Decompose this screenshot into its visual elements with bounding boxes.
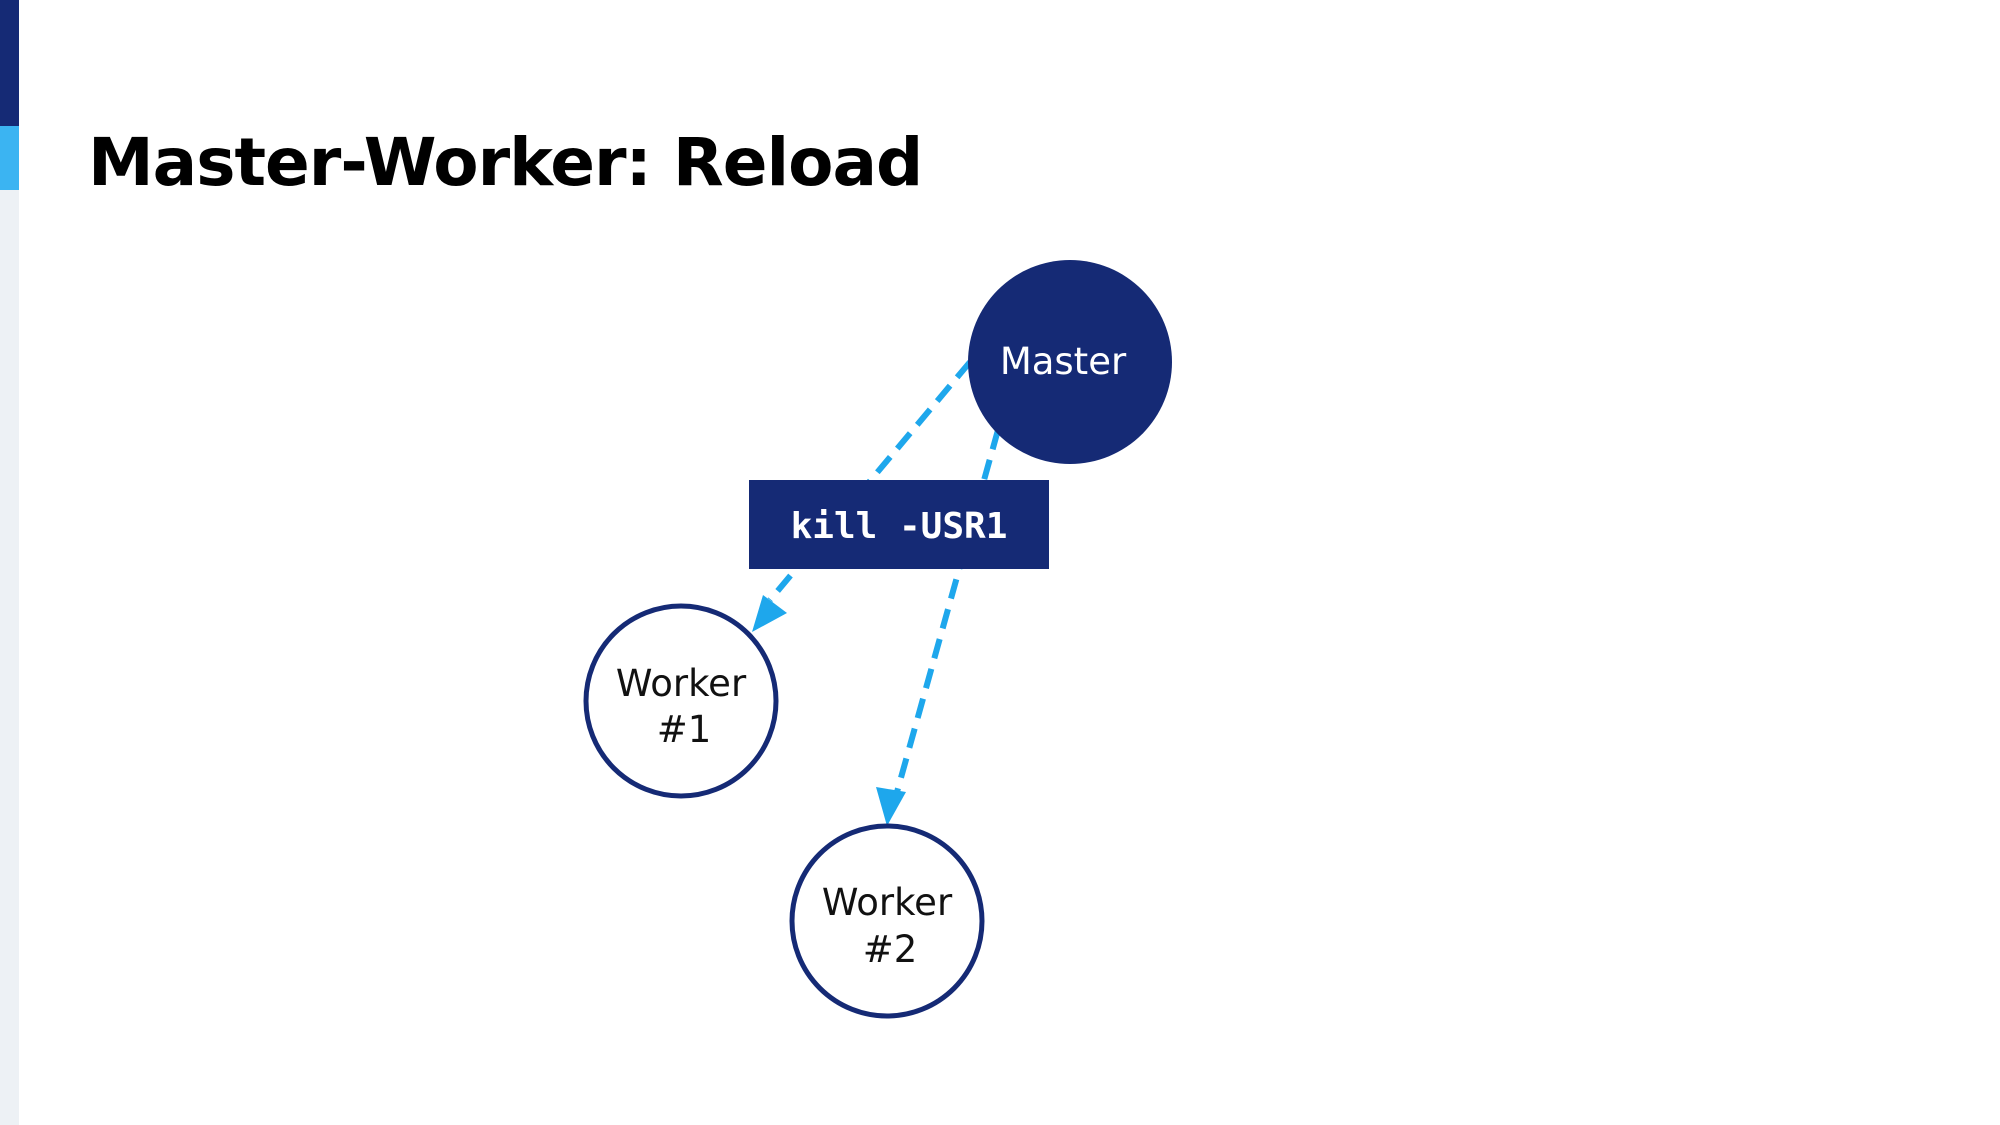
- worker2-node: [789, 823, 985, 1019]
- slide-edge-strip: [0, 0, 19, 1125]
- arrowhead-worker1: [752, 595, 787, 632]
- slide-accent-light: [0, 126, 19, 190]
- slide-title: Master-Worker: Reload: [88, 124, 923, 201]
- command-label: kill -USR1: [791, 506, 1008, 547]
- master-node: [968, 260, 1172, 464]
- arrowhead-worker2: [876, 787, 906, 826]
- master-node-label: Master: [1000, 340, 1127, 383]
- worker1-label-line2: #1: [657, 708, 712, 751]
- worker1-label-line1: Worker: [616, 662, 747, 705]
- slide-accent-dark: [0, 0, 19, 126]
- worker2-label-line1: Worker: [822, 881, 953, 924]
- command-box: [749, 480, 1049, 569]
- worker1-node: [583, 603, 779, 799]
- worker2-label-line2: #2: [863, 928, 918, 971]
